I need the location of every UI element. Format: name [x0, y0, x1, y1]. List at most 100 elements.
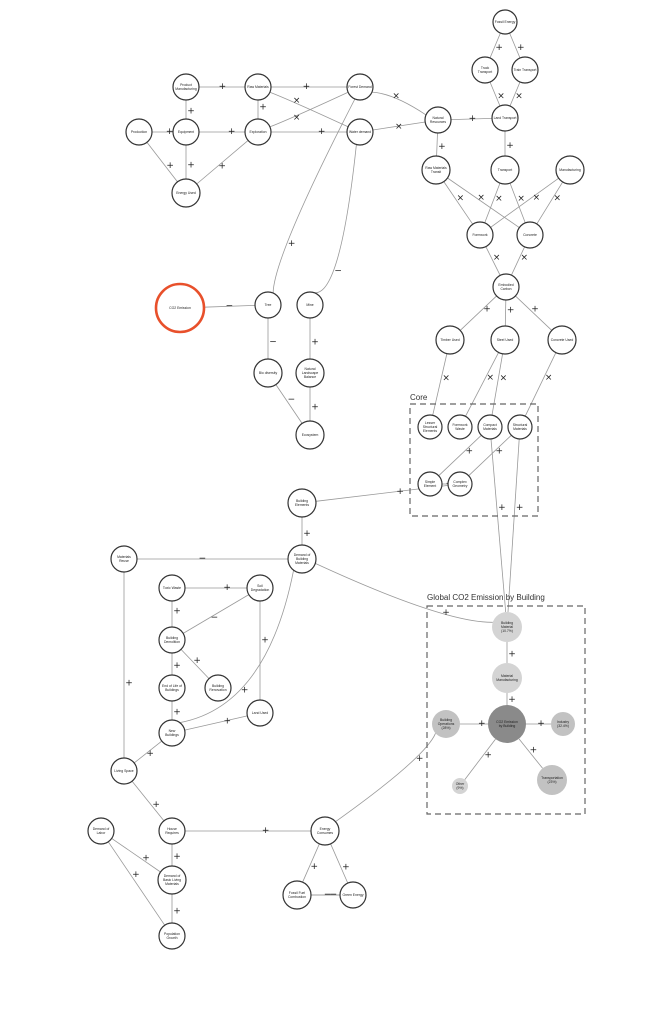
node-circle [110, 545, 138, 573]
polarity-sign: + [187, 106, 195, 116]
polarity-sign: + [173, 906, 181, 916]
link-brenov-to-bdemol [180, 649, 210, 679]
node-label: Elements [295, 503, 309, 507]
link-lesselem-to-timber [432, 353, 448, 416]
link-energycons-to-gbops [335, 733, 436, 823]
polarity-sign: + [303, 82, 311, 92]
polarity-sign: + [193, 656, 201, 666]
node-label: Soil [257, 584, 263, 588]
node-circle [295, 420, 325, 450]
node-circle [432, 710, 460, 738]
node-label: Structural [513, 423, 528, 427]
node-label: Raw Materials [425, 166, 447, 170]
link-waterdem-to-rawmat [269, 91, 349, 128]
node-label: Tree [265, 303, 272, 307]
node-formwork: Formwork [466, 221, 494, 249]
node-toxic: Toxic Waste [158, 574, 186, 602]
node-label: Product [180, 83, 192, 87]
node-label: Production [131, 130, 147, 134]
polarity-layer: ++××+××+++++++××+++++××××××××+++××××−+−−… [125, 43, 561, 916]
link-ecosystem-to-biodiv [275, 384, 303, 424]
node-circle [158, 719, 186, 747]
node-circle [491, 104, 519, 132]
node-label: Ecosystem [302, 433, 319, 437]
node-circle [492, 273, 520, 301]
link-production-to-energyused [146, 142, 178, 183]
link-formwork-to-transport [484, 182, 501, 224]
polarity-sign: × [392, 91, 400, 101]
node-circle [157, 865, 187, 895]
link-concrete-to-manufact [536, 181, 564, 225]
polarity-sign: + [173, 707, 181, 717]
link-embodied-to-formwork [485, 246, 501, 276]
node-label: Material [501, 625, 513, 629]
node-co2: CO2 Emission [154, 282, 206, 334]
polarity-sign: + [288, 239, 296, 249]
node-label: Demand of [294, 553, 311, 557]
node-circle [488, 705, 526, 743]
link-tree-to-co2 [203, 305, 256, 308]
polarity-sign: × [521, 253, 529, 263]
node-circle [424, 106, 452, 134]
node-label: Landscape [302, 371, 319, 375]
node-circle [346, 118, 374, 146]
node-label: Balance [304, 375, 316, 379]
node-label: Demolition [164, 640, 180, 644]
node-circle [490, 325, 520, 355]
polarity-sign: × [545, 373, 553, 383]
global-co2-group-title: Global CO2 Emission by Building [427, 593, 545, 602]
link-exploration-to-energyused [196, 140, 249, 185]
polarity-sign: + [469, 114, 477, 124]
node-label: Element [424, 484, 436, 488]
node-trainT: Train Transport [511, 56, 539, 84]
node-label: (9%) [456, 786, 463, 790]
link-soil-to-bdemol [182, 594, 250, 634]
node-label: Formwork [452, 423, 467, 427]
node-label: Timber Used [440, 338, 459, 342]
node-circle [346, 73, 374, 101]
node-label: Green Energy [342, 893, 363, 897]
node-label: Land Used [252, 711, 269, 715]
node-label: Materials [117, 555, 131, 559]
node-label: New [169, 729, 176, 733]
polarity-sign: + [483, 305, 491, 315]
link-formwaste-to-steel [465, 352, 499, 417]
node-circle [466, 221, 494, 249]
node-circle [477, 414, 503, 440]
node-label: Transportation [541, 776, 563, 780]
node-label: Water demand [349, 130, 371, 134]
node-circle [244, 73, 272, 101]
polarity-sign: + [342, 862, 350, 872]
node-production: Production [125, 118, 153, 146]
node-label: Compact [483, 423, 497, 427]
node-circle [551, 712, 575, 736]
group-boxes: Core Global CO2 Emission by Building [409, 393, 586, 815]
node-label: Living Space [114, 769, 134, 773]
polarity-sign: × [395, 122, 403, 132]
polarity-sign: × [293, 113, 301, 123]
polarity-sign: + [517, 43, 525, 53]
polarity-sign: + [173, 852, 181, 862]
polarity-sign: − [211, 613, 219, 623]
node-steel: Steel Used [490, 325, 520, 355]
polarity-sign: + [507, 305, 515, 315]
node-landused: Land Used [246, 699, 274, 727]
polarity-sign: × [495, 194, 503, 204]
link-fossil-to-trainT [509, 32, 521, 59]
node-timber: Timber Used [435, 325, 465, 355]
node-circle [310, 816, 340, 846]
polarity-sign: × [477, 193, 485, 203]
node-circle [421, 155, 451, 185]
polarity-sign: + [484, 750, 492, 760]
